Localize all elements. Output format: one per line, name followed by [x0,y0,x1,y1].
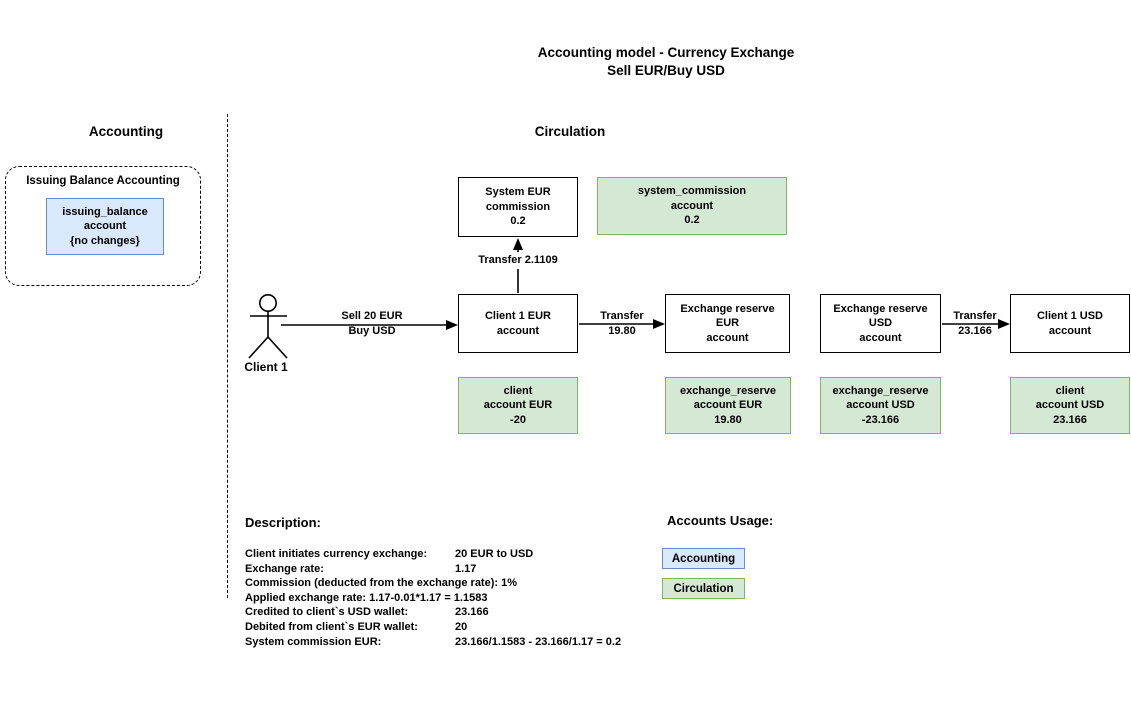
description-label: Client initiates currency exchange: [245,548,428,560]
node-exchange-reserve-usd-account: Exchange reserve USD account [820,294,941,353]
node-line: -23.166 [861,413,900,426]
node-line: 23.166 [1053,413,1087,426]
description-value: 23.166/1.1583 - 23.166/1.17 = 0.2 [455,635,622,648]
actor-icon [248,293,288,359]
node-line: EUR [715,317,740,330]
description-row: Exchange rate: 1.17 [245,562,695,577]
description-row: Commission (deducted from the exchange r… [245,576,695,591]
description-label: Exchange rate: [245,562,324,575]
node-exchange-reserve-eur-account: Exchange reserve EUR account [665,294,790,353]
node-line: account USD [1035,399,1105,412]
node-line: 19.80 [714,413,742,426]
node-line: account [83,220,127,233]
edge-label-transfer-usd: Transfer 23.166 [943,309,1007,339]
node-line: System EUR [485,186,551,199]
description-label: System commission EUR: [245,635,382,648]
node-line: Exchange reserve [680,302,775,315]
section-header-accounting: Accounting [88,124,164,139]
node-line: account EUR [483,399,553,412]
legend-header: Accounts Usage: [667,513,774,528]
node-client-account-usd-balance: client account USD 23.166 [1010,377,1130,434]
node-line: Client 1 EUR [484,310,551,322]
description-label: Commission (deducted from the exchange r… [245,577,517,590]
node-exchange-reserve-account-eur-balance: exchange_reserve account EUR 19.80 [665,377,791,434]
node-line: account [496,324,540,337]
node-line: Client 1 USD [1036,310,1103,322]
node-line: 0.2 [684,214,700,227]
edge-label-sell: Sell 20 EUR Buy USD [330,309,414,339]
node-line: client [503,384,533,397]
node-line: issuing_balance [62,205,148,218]
description-row: Credited to client`s USD wallet: 23.166 [245,605,695,620]
node-line: account [859,331,902,344]
edge-label-line: Transfer [600,310,644,322]
description-header: Description: [245,515,321,530]
node-line: account EUR [693,399,763,412]
edge-label-transfer-commission: Transfer 2.1109 [456,252,580,269]
issuing-balance-accounting-group: Issuing Balance Accounting issuing_balan… [5,166,201,286]
issuing-balance-accounting-label: Issuing Balance Accounting [26,175,180,187]
page-title: Accounting model - Currency Exchange Sel… [366,44,966,80]
description-value: 23.166 [455,606,489,619]
node-client1-eur-account: Client 1 EUR account [458,294,578,353]
edge-label-line: Buy USD [348,325,396,337]
description-row: System commission EUR: 23.166/1.1583 - 23… [245,635,695,650]
edge-label-line: 19.80 [608,325,636,337]
node-system-eur-commission: System EUR commission 0.2 [458,177,578,237]
node-line: exchange_reserve [679,384,776,397]
node-line: 0.2 [510,215,526,228]
node-line: -20 [510,413,526,426]
node-system-commission-account: system_commission account 0.2 [597,177,787,235]
node-line: account [670,199,714,212]
page-title-line1: Accounting model - Currency Exchange [537,45,795,60]
description-value: 1.17 [455,562,477,575]
section-divider [227,114,228,598]
description-row: Debited from client`s EUR wallet: 20 [245,620,695,635]
node-client-account-eur-balance: client account EUR -20 [458,377,578,434]
node-line: client [1055,384,1085,397]
description-row: Applied exchange rate: 1.17-0.01*1.17 = … [245,591,695,606]
description-label: Applied exchange rate: 1.17-0.01*1.17 = … [245,591,488,604]
edge-label-transfer-eur: Transfer 19.80 [590,309,654,339]
legend-item-accounting: Accounting [662,548,745,569]
node-line: commission [485,200,551,213]
description-value: 20 [455,620,468,633]
node-issuing-balance-account: issuing_balance account {no changes} [46,198,164,255]
description-rows: Client initiates currency exchange: 20 EU… [245,547,695,649]
node-line: account [706,331,749,344]
description-value: 20 EUR to USD [455,548,534,560]
node-line: exchange_reserve [832,384,929,397]
section-header-circulation: Circulation [534,124,606,139]
edge-label-line: Sell 20 EUR [341,310,403,322]
node-line: system_commission [637,185,747,198]
node-client1-usd-account: Client 1 USD account [1010,294,1130,353]
legend-item-circulation: Circulation [662,578,745,599]
node-line: {no changes} [70,234,140,247]
node-line: Exchange reserve [833,302,928,315]
edge-label-line: Transfer [953,310,997,322]
node-exchange-reserve-account-usd-balance: exchange_reserve account USD -23.166 [820,377,941,434]
page-title-line2: Sell EUR/Buy USD [607,63,725,78]
node-line: USD [868,317,893,330]
node-line: account [1048,324,1092,337]
description-label: Debited from client`s EUR wallet: [245,620,418,633]
edge-label-line: 23.166 [958,325,992,337]
actor-label: Client 1 [244,360,288,374]
description-label: Credited to client`s USD wallet: [245,606,409,619]
description-row: Client initiates currency exchange: 20 EU… [245,547,695,562]
node-line: account USD [846,399,915,412]
